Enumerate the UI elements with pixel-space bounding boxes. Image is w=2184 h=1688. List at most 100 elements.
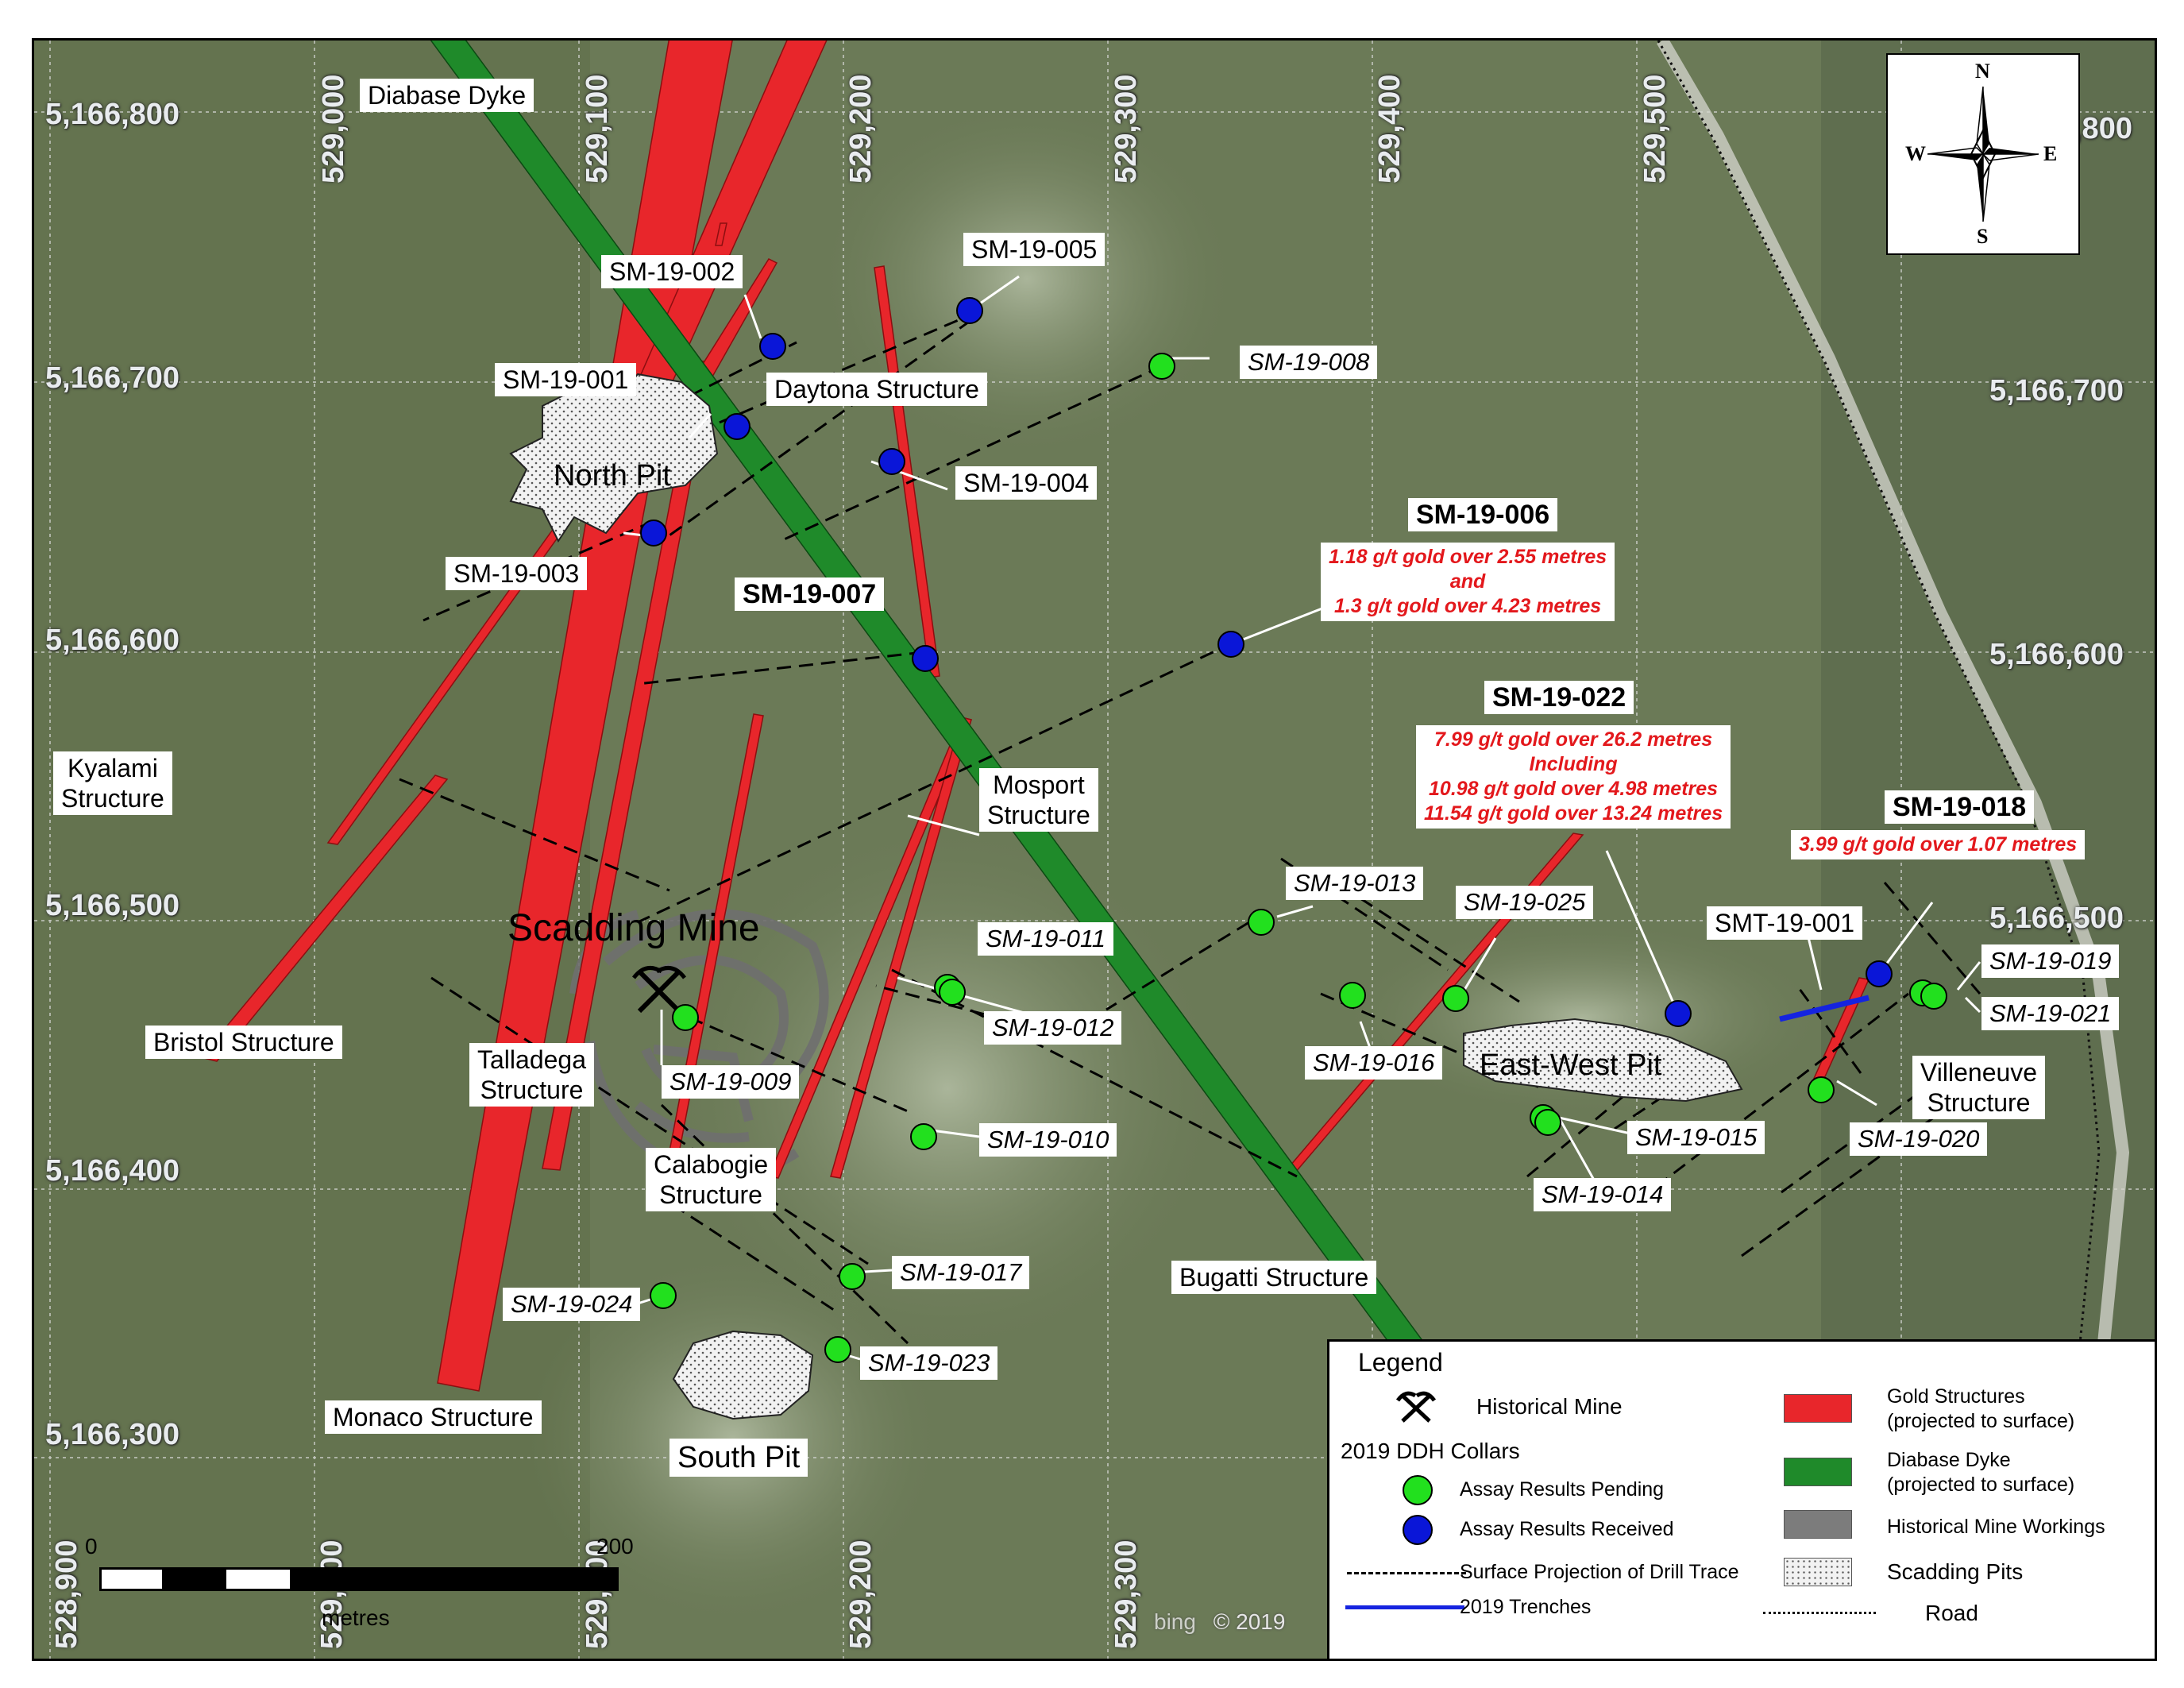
- legend-trench-icon: [1345, 1605, 1464, 1609]
- clearing-north: [820, 104, 1233, 454]
- bing-credit: bing © 2019: [1154, 1609, 1285, 1635]
- label-north-pit: North Pit: [554, 459, 671, 492]
- bing-logo: bing: [1154, 1609, 1196, 1634]
- collar-sm-19-008: [1148, 353, 1175, 380]
- legend-road-icon: [1763, 1612, 1876, 1614]
- hole-label-sm-19-010: SM-19-010: [979, 1123, 1117, 1157]
- collar-sm-19-006: [1217, 631, 1244, 658]
- label-talladega-structure: Talladega Structure: [469, 1043, 594, 1107]
- result-sm-19-018: 3.99 g/t gold over 1.07 metres: [1791, 830, 2086, 859]
- compass-s: S: [1977, 225, 1989, 248]
- hole-label-sm-19-021: SM-19-021: [1981, 997, 2120, 1030]
- hole-label-sm-19-023: SM-19-023: [860, 1346, 998, 1380]
- compass-e: E: [2043, 142, 2058, 165]
- legend-trenches: 2019 Trenches: [1460, 1596, 1592, 1618]
- hole-label-sm-19-015: SM-19-015: [1627, 1121, 1765, 1154]
- collar-sm-19-007: [912, 645, 939, 672]
- mosport-structure-a: [874, 265, 940, 678]
- legend-diabase-dyke: Diabase Dyke (projected to surface): [1887, 1449, 2075, 1496]
- label-east-west-pit: East-West Pit: [1480, 1049, 1662, 1082]
- northing-label: 5,166,800: [45, 98, 180, 131]
- collar-sm-19-004: [878, 448, 905, 475]
- hole-label-sm-19-022: SM-19-022: [1484, 681, 1634, 714]
- northing-label: 5,166,400: [45, 1154, 180, 1188]
- collar-sm-19-017: [839, 1263, 866, 1290]
- compass-rose-icon: [1927, 86, 2039, 222]
- northing-label: 5,166,700: [45, 361, 180, 395]
- scale-zero: 0: [85, 1534, 98, 1559]
- hole-label-sm-19-016: SM-19-016: [1305, 1046, 1443, 1080]
- collar-sm-19-002: [759, 333, 786, 360]
- hole-label-sm-19-002: SM-19-002: [601, 255, 743, 288]
- label-daytona-structure: Daytona Structure: [766, 373, 987, 406]
- collar-sm-19-020: [1808, 1076, 1835, 1103]
- terrain-west: [34, 41, 590, 1659]
- copyright: © 2019: [1213, 1609, 1286, 1634]
- legend-pending: Assay Results Pending: [1460, 1478, 1665, 1501]
- easting-label: 529,300: [1109, 74, 1143, 183]
- easting-label-bottom: 529,000: [315, 1539, 349, 1649]
- legend-road: Road: [1925, 1601, 1978, 1625]
- easting-label: 529,000: [317, 74, 350, 183]
- collar-sm-19-015: [1534, 1109, 1561, 1136]
- hole-label-sm-19-014: SM-19-014: [1534, 1178, 1672, 1211]
- east-west-pit: [1463, 1018, 1743, 1103]
- northing-label-right: 5,166,600: [1989, 638, 2124, 671]
- legend-scadding-pits: Scadding Pits: [1887, 1559, 2024, 1584]
- hole-label-sm-19-013: SM-19-013: [1286, 867, 1424, 900]
- label-mosport-structure: Mosport Structure: [979, 768, 1098, 832]
- north-arrow: N S W E: [1886, 53, 2080, 255]
- easting-label: 529,500: [1638, 74, 1672, 183]
- scale-max: 200: [596, 1534, 634, 1559]
- label-scadding-mine: Scadding Mine: [507, 907, 760, 949]
- hole-label-sm-19-025: SM-19-025: [1456, 886, 1594, 919]
- legend-mine-workings: Historical Mine Workings: [1887, 1516, 2105, 1538]
- hole-label-smt-19-001: SMT-19-001: [1707, 906, 1863, 940]
- easting-label-bottom: 528,900: [50, 1539, 83, 1649]
- hole-label-sm-19-003: SM-19-003: [446, 557, 588, 590]
- hole-label-sm-19-001: SM-19-001: [495, 363, 637, 396]
- legend-historical-mine: Historical Mine: [1476, 1394, 1623, 1419]
- collar-sm-19-024: [650, 1282, 677, 1309]
- legend-pits-icon: [1784, 1558, 1852, 1586]
- collar-sm-19-010: [910, 1123, 937, 1150]
- collar-sm-19-009: [672, 1004, 699, 1031]
- collar-sm-19-013: [1248, 909, 1275, 936]
- label-bugatti-structure: Bugatti Structure: [1171, 1261, 1377, 1294]
- collar-sm-19-003: [640, 520, 667, 547]
- result-sm-19-006: 1.18 g/t gold over 2.55 metres and 1.3 g…: [1321, 543, 1615, 621]
- northing-label: 5,166,600: [45, 624, 180, 657]
- label-calabogie-structure: Calabogie Structure: [646, 1148, 777, 1211]
- road: [1657, 41, 2130, 1659]
- road-line: [1657, 41, 2101, 1659]
- legend-drill-trace: Surface Projection of Drill Trace: [1460, 1561, 1739, 1583]
- hole-label-sm-19-017: SM-19-017: [892, 1256, 1030, 1289]
- legend-historical-mine-icon: [1395, 1389, 1437, 1428]
- south-pit: [672, 1330, 814, 1420]
- legend-gold-icon: [1784, 1394, 1852, 1423]
- easting-label-bottom: 529,200: [844, 1539, 878, 1649]
- legend-dyke-icon: [1784, 1458, 1852, 1486]
- historical-mine-symbol: [632, 966, 686, 1014]
- scale-unit: metres: [322, 1605, 390, 1630]
- collar-sm-19-012: [939, 979, 966, 1006]
- collars-pending: [650, 353, 1947, 1363]
- label-diabase-dyke: Diabase Dyke: [360, 79, 534, 112]
- northing-label-right: 5,166,700: [1989, 374, 2124, 408]
- collar-sm-19-018: [1866, 960, 1893, 987]
- easting-label: 529,400: [1373, 74, 1406, 183]
- label-villeneuve-structure: Villeneuve Structure: [1912, 1056, 2046, 1119]
- collar-sm-19-001: [723, 413, 751, 440]
- collar-sm-19-025: [1442, 985, 1469, 1012]
- collars-received: [640, 297, 1893, 1027]
- aerial-map: [34, 41, 2155, 1659]
- legend-received: Assay Results Received: [1460, 1518, 1674, 1540]
- easting-label: 529,200: [844, 74, 878, 183]
- hole-label-sm-19-020: SM-19-020: [1850, 1122, 1988, 1156]
- compass-n: N: [1975, 60, 1990, 83]
- legend-drill-trace-icon: [1347, 1572, 1466, 1574]
- northing-label: 5,166,300: [45, 1418, 180, 1451]
- hole-label-sm-19-005: SM-19-005: [963, 233, 1106, 266]
- hole-label-sm-19-011: SM-19-011: [978, 922, 1114, 956]
- collar-sm-19-022: [1665, 1000, 1692, 1027]
